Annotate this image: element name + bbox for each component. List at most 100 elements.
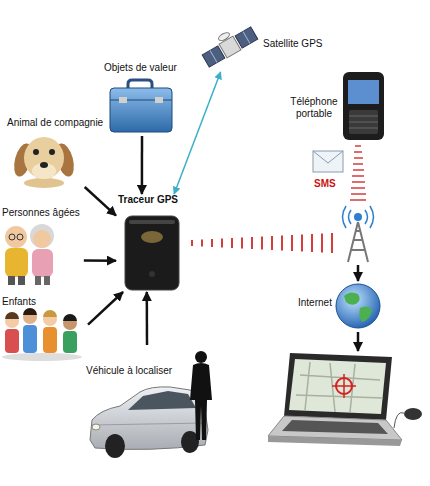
child-hair xyxy=(23,308,37,315)
car-line xyxy=(92,423,206,425)
tracker-node: Traceur GPS xyxy=(116,194,186,292)
signal-dash xyxy=(241,238,243,249)
laptop-icon xyxy=(268,353,402,446)
child-hair xyxy=(43,310,57,317)
signal-dash xyxy=(355,145,361,147)
key-row xyxy=(349,128,378,129)
envelope-flap xyxy=(313,151,343,163)
node-label: Enfants xyxy=(2,296,36,308)
dog-nose xyxy=(40,162,48,168)
briefcase-latch xyxy=(119,97,127,103)
tower-top xyxy=(354,213,362,221)
panel-grid xyxy=(243,31,250,43)
mouse-icon xyxy=(394,408,422,428)
signal-dash xyxy=(331,233,333,253)
sms-node: SMS xyxy=(310,148,348,192)
node-label: Personnes âgées xyxy=(2,207,80,219)
envelope-icon xyxy=(313,151,343,172)
node-label: Animal de compagnie xyxy=(7,117,103,129)
child-body xyxy=(5,329,19,353)
woman-hair xyxy=(30,224,54,248)
car-wheel xyxy=(105,434,125,458)
glasses xyxy=(9,234,15,240)
person-body xyxy=(190,363,212,440)
globe-icon xyxy=(336,284,380,328)
node-label: Traceur GPS xyxy=(118,194,178,206)
node-label: Internet xyxy=(298,297,332,309)
satellite-icon xyxy=(198,20,258,68)
woman-leg xyxy=(44,276,50,285)
child-body xyxy=(23,325,37,353)
car-window xyxy=(128,391,196,410)
man-leg xyxy=(18,276,25,285)
child-body xyxy=(43,327,57,353)
pet-node: Animal de compagnie xyxy=(5,115,107,187)
tracker-highlight xyxy=(129,220,175,224)
signal-dash xyxy=(271,236,273,250)
valuables-node: Objets de valeur xyxy=(92,60,192,136)
phone-icon xyxy=(343,72,384,140)
signal-dash xyxy=(350,199,366,201)
tracker-case xyxy=(125,216,179,290)
dog-icon xyxy=(11,137,77,188)
key-row xyxy=(349,122,378,123)
satellite-dish xyxy=(217,31,230,42)
glasses xyxy=(17,234,23,240)
woman-body xyxy=(32,249,53,277)
children-node: Enfants xyxy=(0,294,88,362)
satellite-node: Satellite GPS xyxy=(205,26,335,72)
dog-eye xyxy=(49,149,55,155)
tracker-signal xyxy=(192,233,332,253)
dog-body xyxy=(24,178,64,188)
signal-dash xyxy=(321,234,323,253)
connector-arrow xyxy=(84,259,116,262)
connector-arrow xyxy=(174,72,221,194)
dog-muzzle xyxy=(32,163,56,179)
dog-eye xyxy=(33,149,39,155)
signal-dash xyxy=(351,193,366,195)
connector-arrow xyxy=(88,292,123,325)
signal-dash xyxy=(354,157,363,159)
laptop-base xyxy=(268,416,402,440)
node-label: Véhicule à localiser xyxy=(86,365,172,377)
signal-dash xyxy=(281,236,283,251)
internet-node: Internet xyxy=(296,282,384,332)
signal-dash xyxy=(311,234,313,252)
signal-dash xyxy=(211,239,213,247)
signal-dash xyxy=(354,151,362,153)
mouse-cord xyxy=(394,413,404,428)
key-row xyxy=(349,116,378,117)
woman-head xyxy=(33,230,51,248)
signal-dash xyxy=(352,181,365,183)
car-headlight xyxy=(92,424,100,430)
signal-dash xyxy=(261,237,263,250)
node-label: SMS xyxy=(314,178,336,190)
map-display xyxy=(289,359,386,414)
tracker-device xyxy=(125,216,179,290)
laptop-edge xyxy=(268,436,402,446)
signal-dash xyxy=(231,238,233,248)
connector-arrow xyxy=(141,136,144,194)
phone-signal xyxy=(350,146,366,200)
connector-arrow xyxy=(85,187,116,216)
radio-waves xyxy=(343,206,374,228)
children-icon xyxy=(2,308,82,361)
phone-node: Téléphone portable xyxy=(282,68,388,142)
connector-arrow xyxy=(146,292,149,345)
flow-arrow xyxy=(357,265,360,281)
map-roads xyxy=(296,362,383,412)
laptop-keyboard xyxy=(282,420,388,434)
child-hair xyxy=(63,314,77,321)
phone-body xyxy=(343,72,384,140)
ground-shadow xyxy=(2,353,82,361)
laptop-screen xyxy=(284,353,392,420)
signal-dash xyxy=(291,235,293,251)
man-leg xyxy=(8,276,15,285)
child-body xyxy=(63,331,77,353)
signal-dash xyxy=(221,239,223,248)
panel-grid xyxy=(210,50,217,62)
man-head xyxy=(5,226,27,248)
